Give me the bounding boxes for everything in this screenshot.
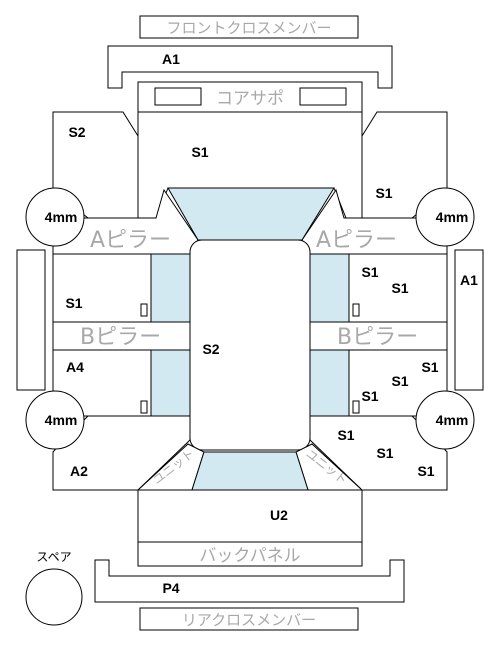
- b-pillar-left[interactable]: [52, 321, 191, 351]
- rear-cross-member-label: リアクロスメンバー: [182, 611, 316, 629]
- left-rear-quarter-code: A2: [70, 463, 88, 479]
- right-front-door-inner-code: S1: [361, 264, 378, 280]
- rear-left-tire-size: 4mm: [45, 412, 78, 428]
- right-rear-door-window: [309, 349, 350, 417]
- b-pillar-right-label: Bピラー: [337, 325, 418, 350]
- left-rear-door-window: [150, 349, 191, 417]
- a-pillar-left-label: Aピラー: [90, 228, 171, 253]
- rear-right-tire-size: 4mm: [436, 412, 469, 428]
- right-front-door-window: [309, 253, 350, 323]
- trunk-panel[interactable]: [137, 489, 363, 543]
- front-cross-member-box[interactable]: [139, 15, 359, 39]
- front-left-tire[interactable]: [25, 187, 85, 247]
- roof-code: S2: [202, 341, 219, 357]
- right-rear-quarter-outer-code: S1: [417, 463, 434, 479]
- right-side-sill-code: A1: [460, 272, 478, 288]
- rear-window-glass[interactable]: [191, 451, 309, 491]
- left-side-sill[interactable]: [16, 249, 46, 391]
- back-panel-label: バックパネル: [199, 546, 300, 566]
- right-rear-door-outer-code: S1: [391, 373, 408, 389]
- front-cross-member-label: フロントクロスメンバー: [166, 19, 331, 37]
- rear-cross-member-code: P4: [162, 580, 179, 596]
- front-left-tire-size: 4mm: [45, 209, 78, 225]
- front-right-tire-size: 4mm: [436, 209, 469, 225]
- rear-cross-member-bracket[interactable]: [94, 559, 405, 603]
- spare-tire-label: スペア: [36, 550, 71, 564]
- right-rear-quarter-inner-code: S1: [337, 427, 354, 443]
- left-rear-door-code: A4: [66, 359, 84, 375]
- right-rear-quarter-mid-code: S1: [376, 445, 393, 461]
- b-pillar-right[interactable]: [309, 321, 448, 351]
- trunk-code: U2: [270, 507, 288, 523]
- left-rear-door-handle: [140, 400, 148, 414]
- a-pillar-right-label: Aピラー: [316, 228, 397, 253]
- rear-cross-member-box[interactable]: [139, 607, 359, 631]
- hood-code: S1: [191, 144, 208, 160]
- right-front-door-outer-code: S1: [391, 280, 408, 296]
- front-right-tire[interactable]: [415, 187, 475, 247]
- core-support-right-slot: [299, 87, 347, 106]
- left-front-door-handle: [140, 303, 148, 317]
- front-cross-member-code: A1: [162, 51, 180, 67]
- front-left-apron-code: S2: [68, 124, 85, 140]
- core-support-label: コアサポ: [216, 89, 284, 109]
- rear-left-tire[interactable]: [25, 390, 85, 450]
- roof-panel[interactable]: [189, 239, 311, 451]
- front-right-apron-code: S1: [375, 185, 392, 201]
- right-side-sill[interactable]: [454, 249, 484, 391]
- right-rear-door-inner-code: S1: [361, 388, 378, 404]
- left-front-door-code: S1: [65, 295, 82, 311]
- right-rear-door-upper-code: S1: [421, 359, 438, 375]
- windshield-glass[interactable]: [167, 187, 335, 241]
- right-rear-door-handle: [352, 400, 360, 414]
- core-support-left-slot: [154, 87, 202, 106]
- spare-tire[interactable]: [25, 568, 83, 626]
- right-front-door-handle: [352, 303, 360, 317]
- back-panel-box[interactable]: [137, 541, 363, 567]
- left-front-door-window: [150, 253, 191, 323]
- front-cross-member-bracket[interactable]: [107, 45, 393, 89]
- b-pillar-left-label: Bピラー: [80, 325, 161, 350]
- rear-right-tire[interactable]: [415, 390, 475, 450]
